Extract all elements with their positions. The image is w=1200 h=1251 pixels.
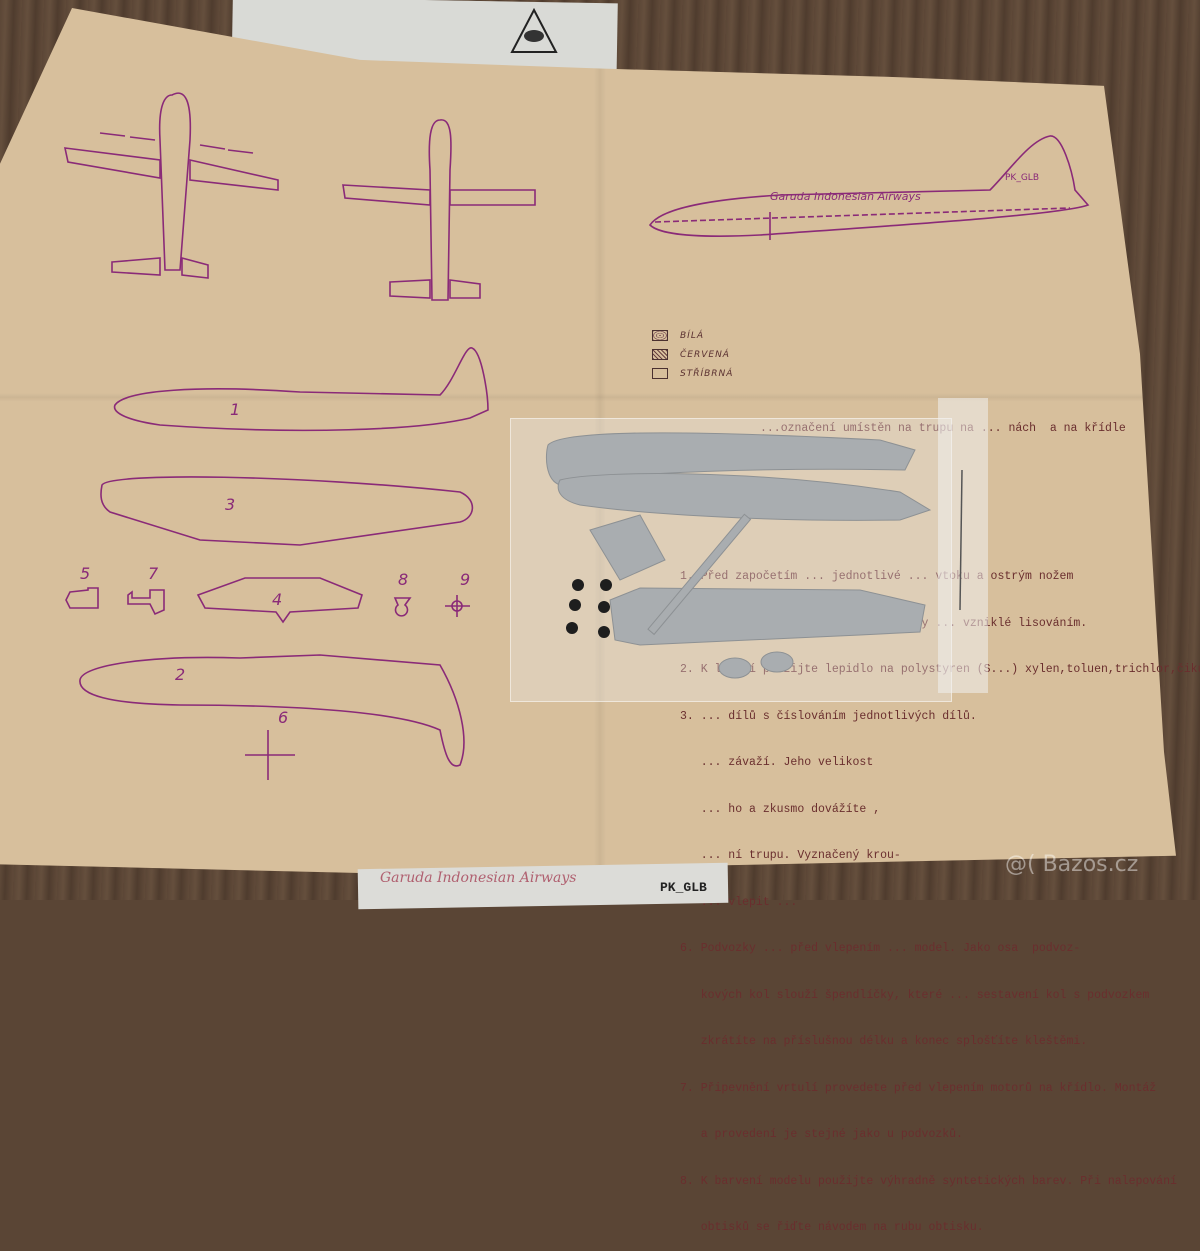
decal-script-text: Garuda Indonesian Airways [380,870,577,886]
part-8-outline [393,597,412,617]
kit-drawings [63,92,1090,780]
part-4-outline [196,577,363,624]
part-label-7: 7 [148,564,159,583]
bag-clear-strip [938,398,988,693]
livery-text: Garuda Indonesian Airways [770,190,921,203]
dubena-logo-icon [510,8,558,53]
part-3-outline [100,476,474,546]
part-5-outline [65,587,99,609]
legend-item-red: ČERVENÁ [652,349,733,360]
part-label-4: 4 [272,590,283,609]
registration-text: PK_GLB [1005,173,1039,183]
part-label-9: 9 [460,570,471,589]
part-6-outline [245,730,295,780]
part-label-5: 5 [80,564,91,583]
plan-view-b-drawing [342,119,536,301]
part-label-1: 1 [230,400,241,419]
legend-item-white: BÍLÁ [652,330,733,341]
part-1-outline [113,347,489,432]
part-label-2: 2 [175,665,186,684]
side-view-drawing [648,135,1090,240]
decal-registration: PK_GLB [660,880,707,895]
dotted-swatch-icon [652,330,668,341]
part-9-outline [445,595,470,617]
wheels-parts [566,579,612,638]
legend-item-silver: STŘÍBRNÁ [652,368,733,379]
bazos-watermark: @( Bazos.cz [1005,852,1139,877]
engine-part [718,657,752,679]
color-legend: BÍLÁ ČERVENÁ STŘÍBRNÁ [652,330,733,387]
part-7-outline [127,589,165,616]
engine-part [760,651,794,673]
part-2-outline [79,654,465,767]
part-label-6: 6 [278,708,289,727]
plan-view-a-drawing [63,92,279,279]
hatched-swatch-icon [652,349,668,360]
part-label-3: 3 [225,495,236,514]
sprue-parts [546,432,963,679]
plain-swatch-icon [652,368,668,379]
fuselage-half-part [557,473,932,521]
wing-part [609,587,926,646]
part-label-8: 8 [398,570,409,589]
